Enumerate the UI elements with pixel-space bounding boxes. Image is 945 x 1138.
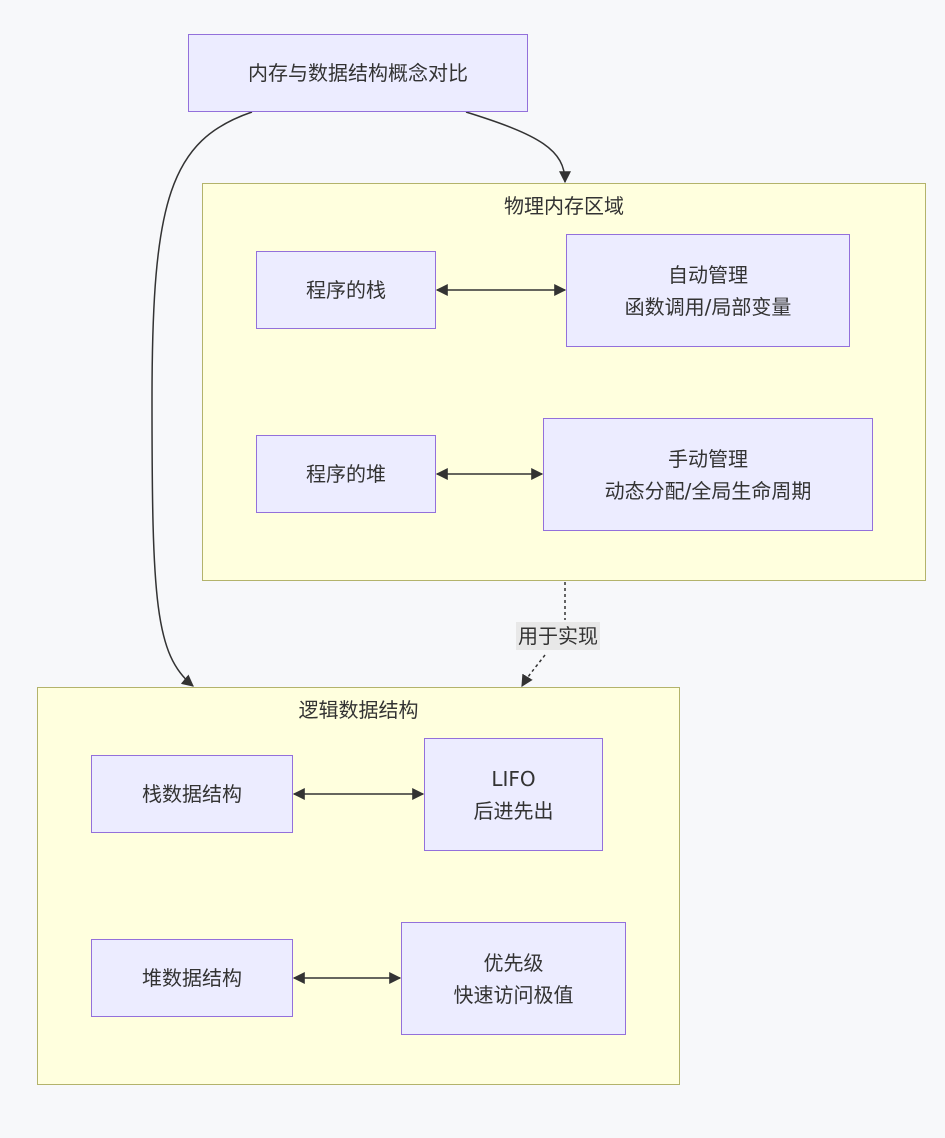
- program-stack-desc-node: 自动管理 函数调用/局部变量: [566, 234, 850, 347]
- program-stack-desc-line2: 函数调用/局部变量: [624, 294, 792, 319]
- logical-structures-title: 逻辑数据结构: [298, 698, 419, 722]
- edge-label-implements: 用于实现: [516, 622, 600, 650]
- program-heap-node: 程序的堆: [256, 435, 436, 513]
- root-label: 内存与数据结构概念对比: [248, 61, 468, 85]
- ds-heap-desc-node: 优先级 快速访问极值: [401, 922, 626, 1035]
- ds-heap-node: 堆数据结构: [91, 939, 293, 1017]
- edge-physical-to-logical-lower: [521, 654, 546, 688]
- program-heap-label: 程序的堆: [306, 462, 386, 486]
- root-node: 内存与数据结构概念对比: [188, 34, 528, 112]
- program-heap-desc-line1: 手动管理: [668, 446, 748, 471]
- program-heap-desc-line2: 动态分配/全局生命周期: [604, 478, 812, 503]
- edge-root-to-physical: [465, 111, 571, 184]
- ds-stack-label: 栈数据结构: [142, 782, 242, 806]
- program-stack-node: 程序的栈: [256, 251, 436, 329]
- ds-stack-desc-line2: 后进先出: [473, 798, 554, 823]
- program-heap-desc-node: 手动管理 动态分配/全局生命周期: [543, 418, 873, 531]
- ds-heap-desc-line1: 优先级: [483, 950, 544, 975]
- program-stack-label: 程序的栈: [306, 278, 386, 302]
- ds-stack-node: 栈数据结构: [91, 755, 293, 833]
- program-stack-desc-line1: 自动管理: [668, 262, 748, 287]
- ds-heap-label: 堆数据结构: [142, 966, 242, 990]
- ds-stack-desc-line1: LIFO: [491, 766, 536, 791]
- ds-stack-desc-node: LIFO 后进先出: [424, 738, 603, 851]
- physical-memory-title: 物理内存区域: [504, 194, 624, 218]
- ds-heap-desc-line2: 快速访问极值: [453, 982, 574, 1007]
